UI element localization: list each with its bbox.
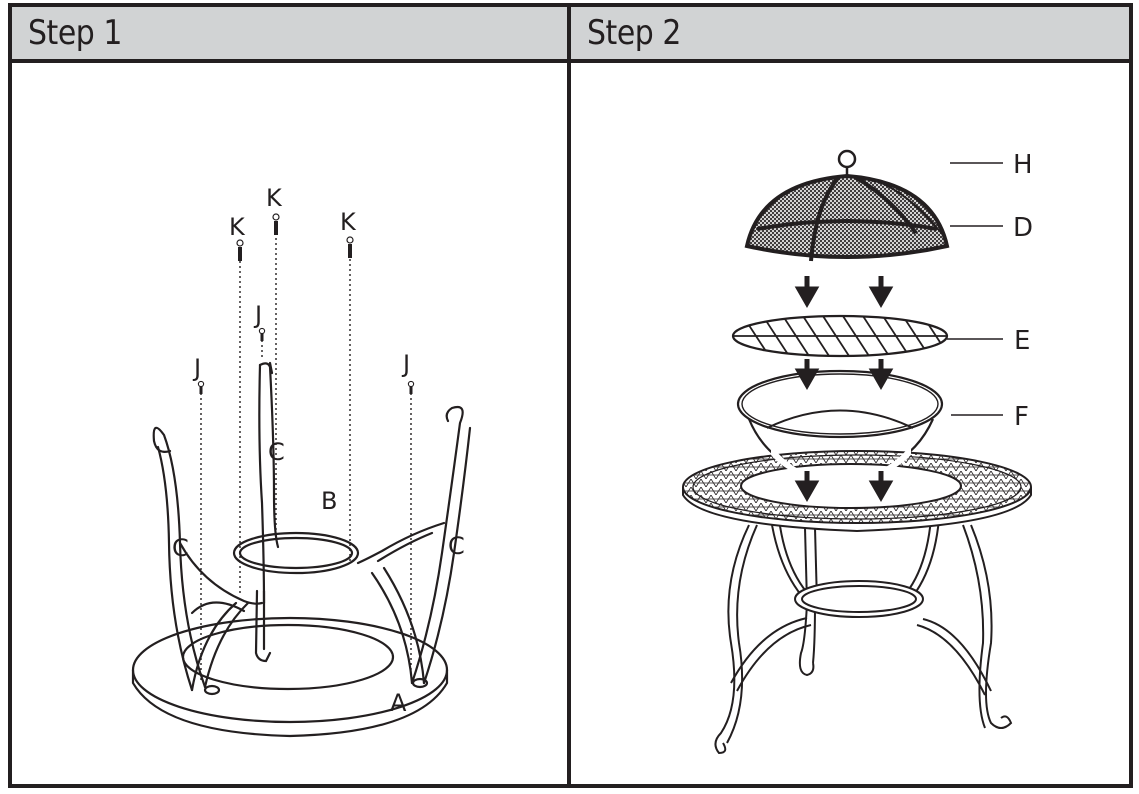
label-h: H [1013, 150, 1033, 180]
step-1-illustration-area: K K K J J J B C C C A [12, 63, 567, 784]
step-1-panel: Step 1 [12, 7, 571, 784]
base-ring-a [131, 616, 449, 738]
instruction-sheet: Step 1 [8, 3, 1133, 788]
step-2-header: Step 2 [571, 7, 1129, 63]
mosaic-table [682, 445, 1032, 755]
label-a: A [390, 689, 407, 717]
label-e: E [1014, 326, 1030, 356]
label-j-right: J [401, 350, 410, 378]
arrows-down-1 [794, 276, 894, 309]
screws-k [236, 213, 354, 261]
label-b: B [321, 487, 337, 515]
label-c-right: C [448, 532, 465, 560]
label-c-left: C [172, 534, 189, 562]
grate-e [731, 314, 949, 358]
step-2-panel: Step 2 [571, 7, 1129, 784]
label-leaders [947, 162, 1003, 416]
step-2-illustration-area: H D E F [571, 63, 1129, 784]
step-1-diagram: K K K J J J B C C C A [131, 184, 472, 738]
step-1-title: Step 1 [28, 13, 123, 53]
handle-h [837, 149, 857, 169]
label-f: F [1014, 402, 1029, 432]
arrows-down-2 [794, 359, 894, 391]
label-j-center: J [253, 301, 262, 329]
label-j-left: J [192, 354, 201, 382]
step-1-header: Step 1 [12, 7, 567, 63]
label-k-right: K [340, 208, 357, 236]
guide-lines [200, 233, 412, 683]
label-d: D [1013, 213, 1033, 243]
step-2-title: Step 2 [587, 13, 682, 53]
label-c-center: C [268, 438, 285, 466]
ring-b [232, 531, 360, 575]
label-k-left: K [229, 213, 246, 241]
label-k-center: K [266, 184, 283, 212]
screws-j [197, 327, 415, 394]
arrows-down-3 [794, 471, 894, 503]
leg-c-right [356, 405, 472, 685]
spark-screen-d [744, 149, 950, 262]
leg-c-center [254, 361, 280, 663]
step-2-diagram: H D E F [682, 149, 1033, 755]
